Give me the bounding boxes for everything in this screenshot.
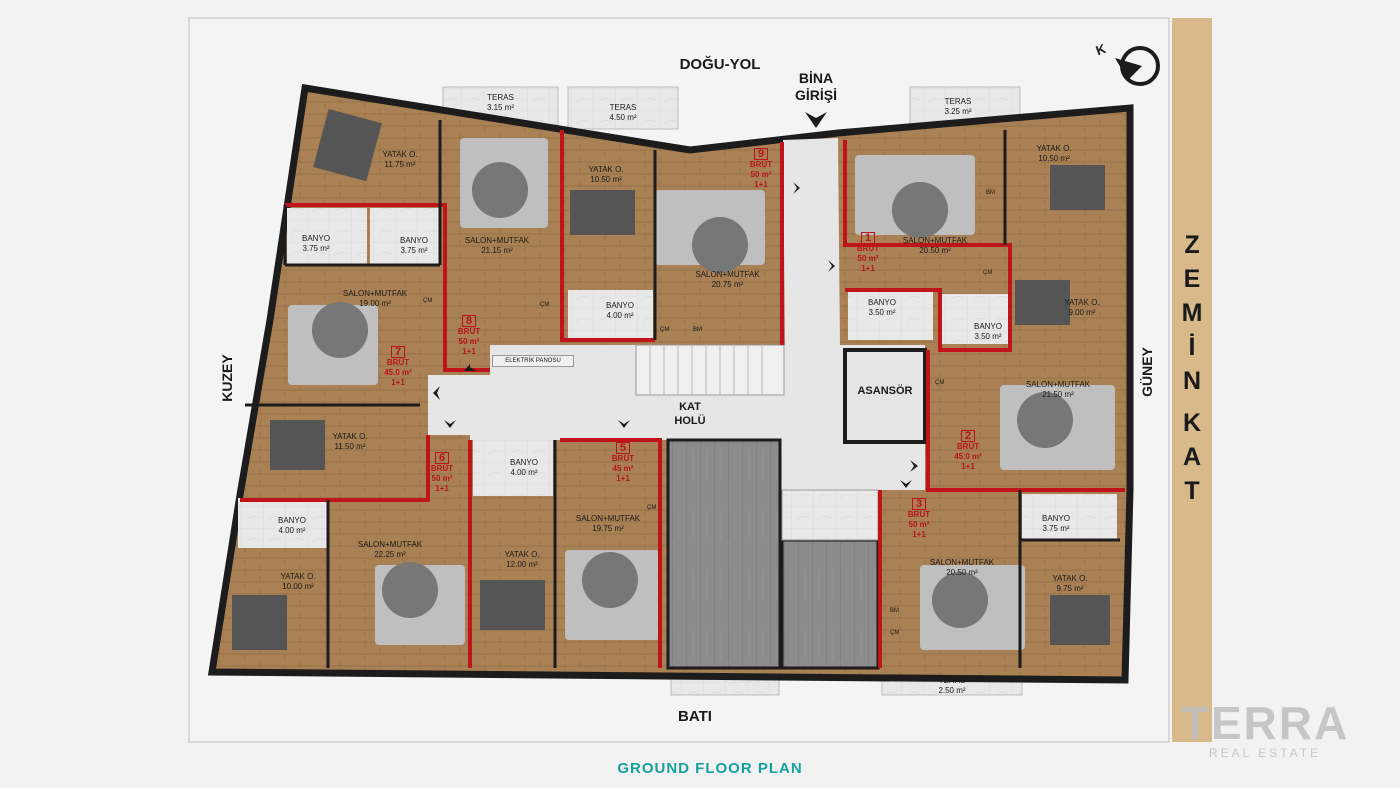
bath-5 (938, 294, 1008, 344)
shaft-left (666, 438, 782, 670)
furniture (232, 109, 1115, 650)
elevator (843, 348, 927, 444)
shaft-right (780, 538, 880, 670)
hall-floor (428, 138, 925, 490)
bath-7 (238, 498, 328, 548)
bath-4 (848, 290, 933, 340)
side-strip (1172, 18, 1212, 742)
terrace-2 (567, 86, 679, 130)
bath-8 (1022, 494, 1117, 540)
shaft-top (781, 489, 879, 541)
entrance-arrow-icon (805, 112, 827, 128)
interior-walls (245, 120, 1120, 668)
bath-1 (287, 208, 367, 264)
stairs (635, 344, 785, 396)
bath-6 (473, 440, 553, 496)
compass-icon (1115, 46, 1160, 86)
bath-3 (568, 290, 653, 340)
door-chevrons (433, 182, 918, 488)
unit-borders (240, 130, 1125, 668)
bath-2 (370, 208, 440, 264)
